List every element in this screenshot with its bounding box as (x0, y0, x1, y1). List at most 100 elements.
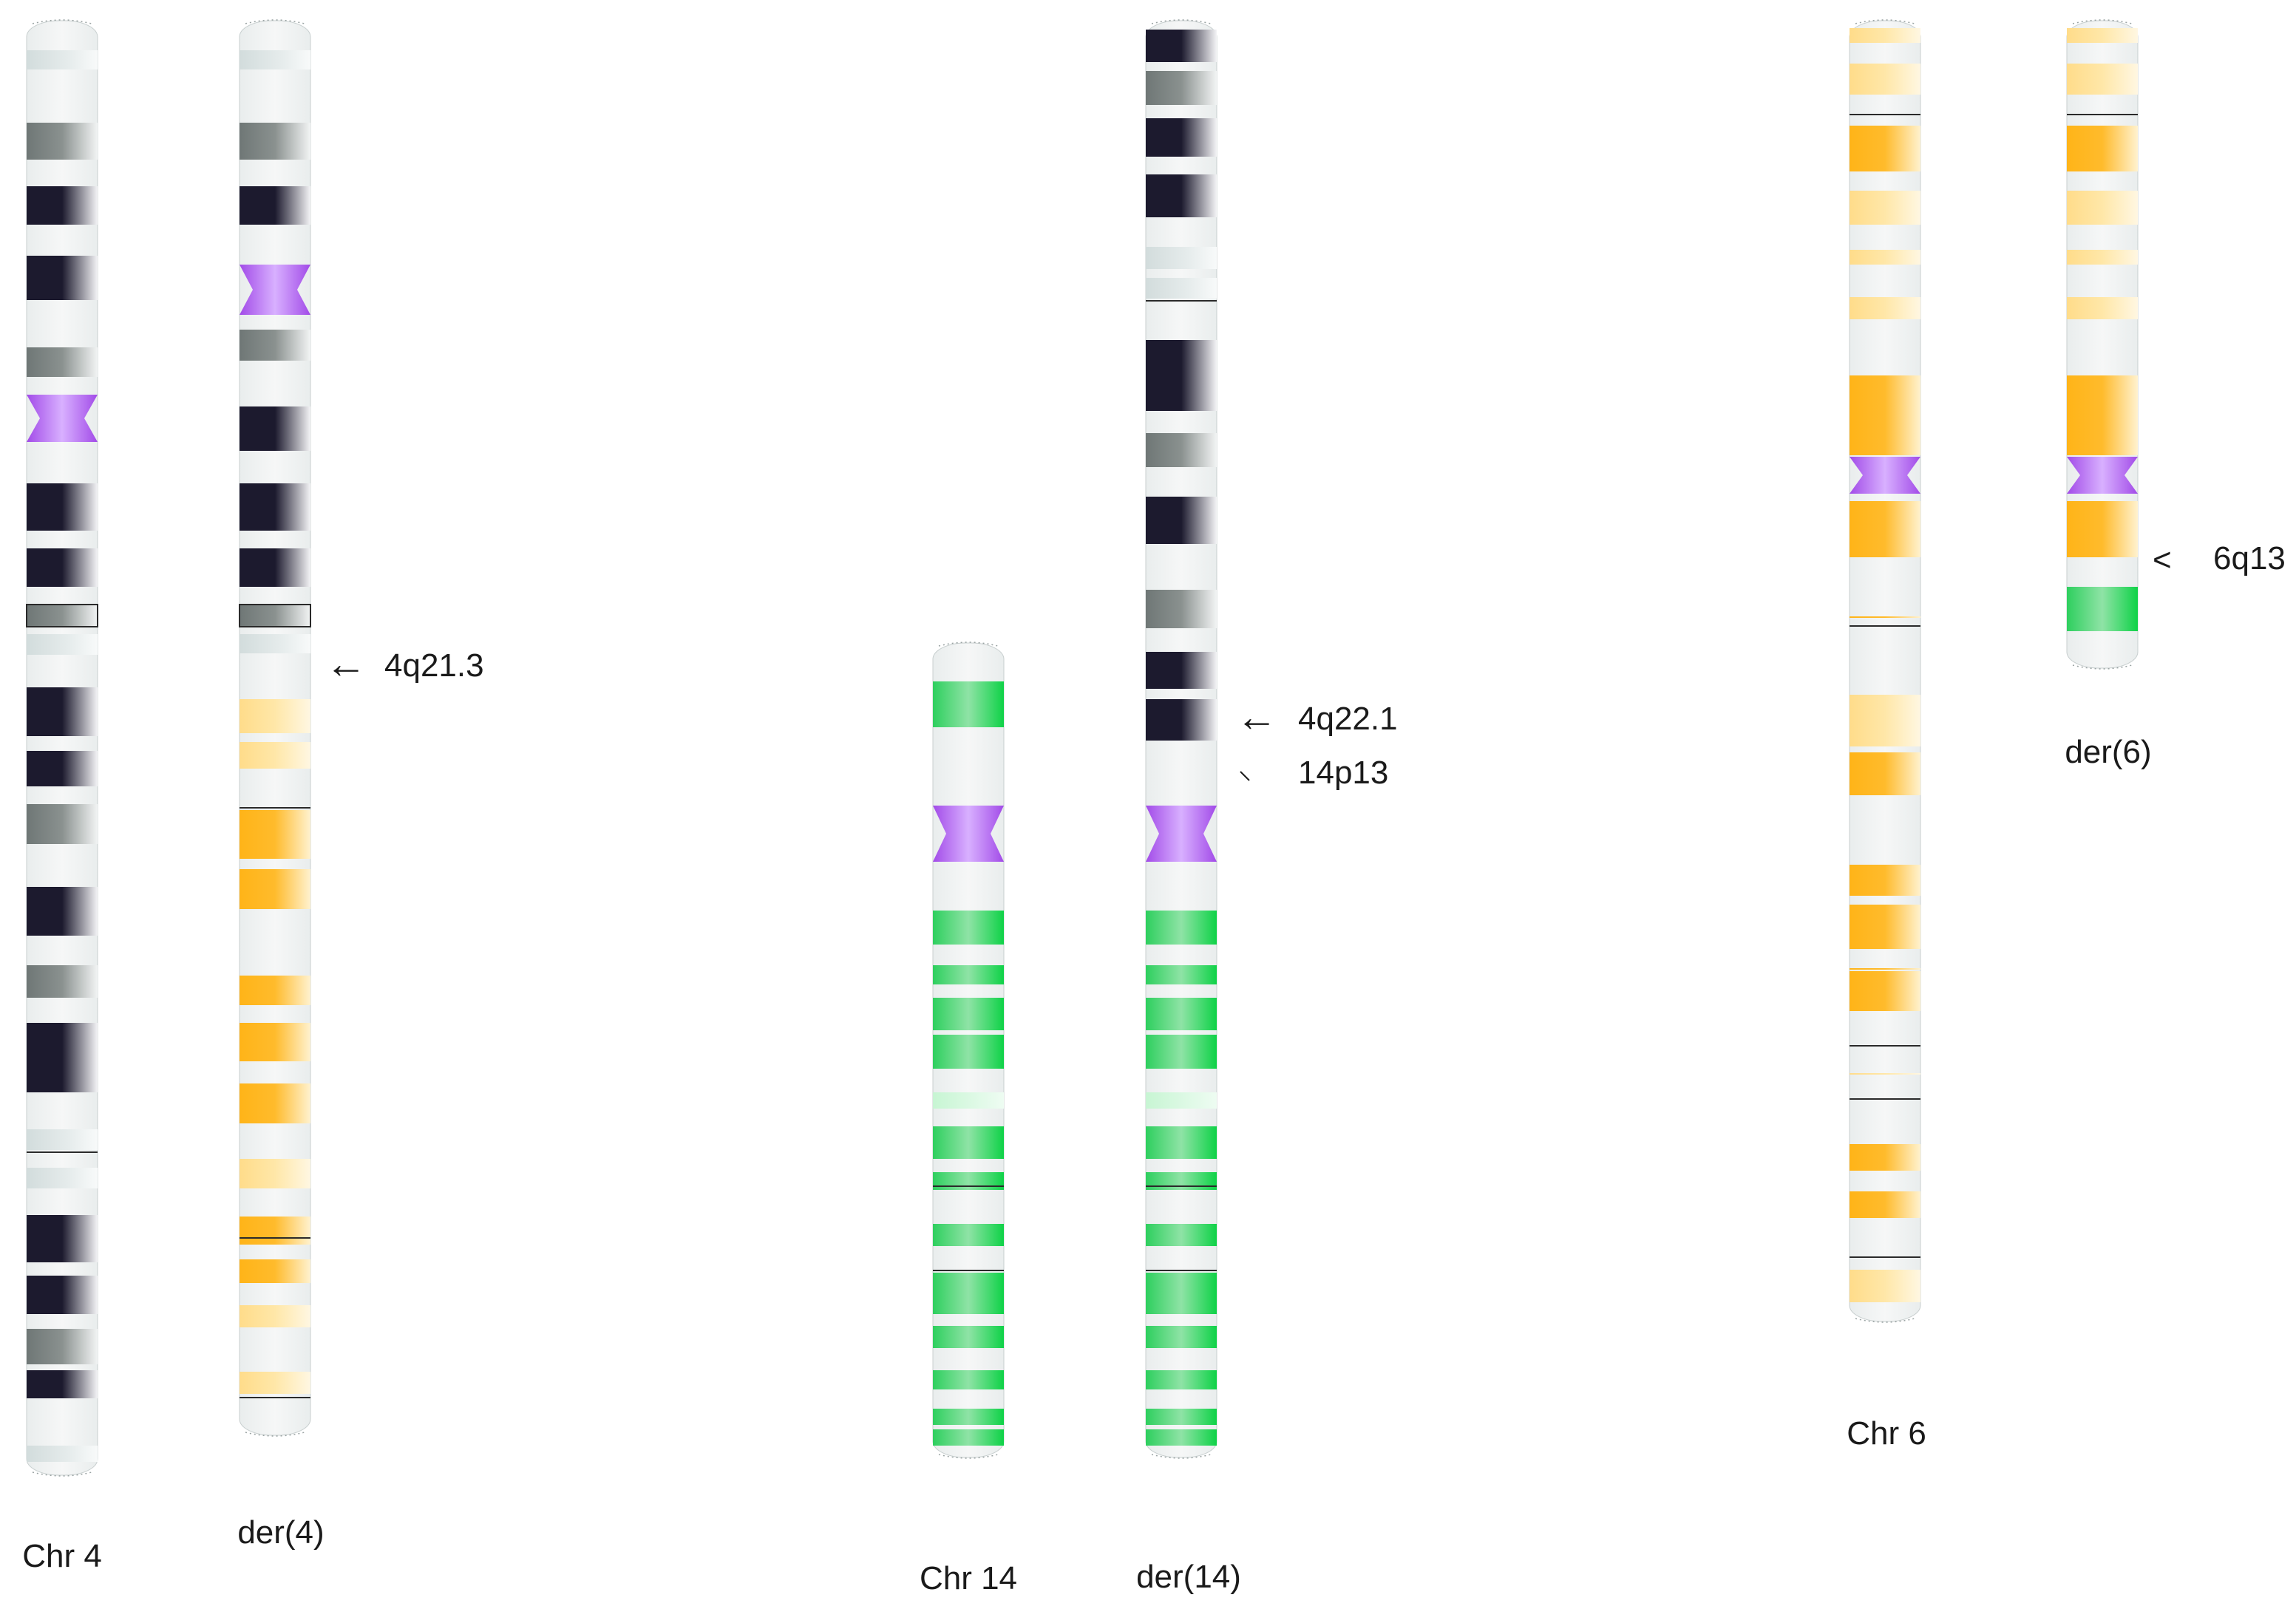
band-divider-line (1850, 1098, 1920, 1100)
band-dark (1146, 118, 1217, 157)
band-grey (1146, 71, 1217, 105)
telomere-cap-top (1151, 19, 1212, 24)
centromere-band (240, 265, 310, 315)
band-green (933, 1172, 1004, 1190)
band-light-orange (240, 1159, 310, 1188)
band-orange (1850, 501, 1920, 557)
band-green (1146, 1172, 1217, 1190)
telomere-cap-bottom (1151, 1454, 1212, 1459)
band-dark (1146, 652, 1217, 689)
band-divider-line (1146, 300, 1217, 302)
band-green (933, 681, 1004, 727)
band-dark (1146, 699, 1217, 741)
band-dark (27, 1370, 98, 1398)
band-light-green (933, 1092, 1004, 1109)
band-green (933, 1273, 1004, 1314)
band-light-orange (1850, 28, 1920, 43)
band-light-orange (2067, 250, 2138, 265)
band-orange (1850, 126, 1920, 171)
chromosome-der-4: der(4) (237, 19, 325, 1551)
band-green (1146, 1224, 1217, 1246)
band-green (933, 1326, 1004, 1348)
band-light-orange (1850, 297, 1920, 319)
band-light (240, 634, 310, 653)
band-light (27, 1129, 98, 1150)
band-divider-line (1850, 1256, 1920, 1258)
band-light-orange (1850, 1073, 1920, 1075)
band-grey (27, 123, 98, 160)
band-light (240, 50, 310, 69)
band-green (1146, 1326, 1217, 1348)
band-orange (240, 1259, 310, 1283)
band-dark (240, 406, 310, 451)
band-divider-line (240, 1237, 310, 1239)
band-green (933, 911, 1004, 945)
breakpoint-tick-icon (1240, 771, 1250, 781)
band-dark (27, 483, 98, 531)
band-dark (27, 751, 98, 786)
band-light (27, 1168, 98, 1188)
band-dark (27, 256, 98, 300)
band-orange (1850, 752, 1920, 795)
band-green (933, 1409, 1004, 1425)
band-dark (27, 186, 98, 225)
band-grey (27, 1329, 98, 1364)
chromosome-label: der(14) (1136, 1559, 1241, 1595)
band-green (933, 1035, 1004, 1069)
band-orange (1850, 616, 1920, 618)
centromere-band (2067, 457, 2138, 494)
band-orange (1850, 1191, 1920, 1218)
band-light-orange (2067, 191, 2138, 225)
band-grey (240, 123, 310, 160)
telomere-cap-bottom (938, 1454, 999, 1459)
band-orange (1850, 865, 1920, 896)
band-light-orange (240, 1305, 310, 1327)
band-dark (27, 548, 98, 587)
band-dark (27, 1215, 98, 1262)
band-green (933, 998, 1004, 1030)
band-light-orange (1850, 1270, 1920, 1302)
band-light-orange (1850, 250, 1920, 265)
band-orange (1850, 1144, 1920, 1171)
band-dark (1146, 340, 1217, 411)
band-divider-line (1850, 625, 1920, 627)
band-dark (27, 687, 98, 736)
band-orange (240, 869, 310, 909)
breakpoint-arrow-icon: ← (1236, 693, 1277, 740)
band-light-orange (2067, 28, 2138, 43)
band-divider-line (240, 807, 310, 809)
band-light-green (1146, 1092, 1217, 1109)
band-dark (240, 186, 310, 225)
band-light-orange (240, 742, 310, 769)
band-divider-line (2067, 114, 2138, 115)
telomere-cap-bottom (1855, 1318, 1915, 1323)
band-light (27, 1446, 98, 1462)
band-divider-line (1850, 1045, 1920, 1047)
band-grey (27, 347, 98, 377)
band-divider-line (1146, 1270, 1217, 1271)
band-light-orange (2067, 297, 2138, 319)
chromosome-body (26, 20, 98, 1476)
telomere-cap-bottom (245, 1432, 305, 1437)
breakpoint-label-14p13: 14p13 (1298, 755, 1388, 791)
band-orange (2067, 421, 2138, 455)
band-divider-line (933, 1270, 1004, 1271)
band-orange (240, 1217, 310, 1245)
band-dark (27, 887, 98, 936)
telomere-cap-bottom (2072, 664, 2133, 670)
centromere-band (1850, 457, 1920, 494)
breakpoint-label-4q22-1: 4q22.1 (1298, 701, 1398, 737)
band-green (1146, 911, 1217, 945)
band-light (1146, 247, 1217, 269)
band-orange (2067, 126, 2138, 171)
chromosome-label: Chr 14 (920, 1560, 1017, 1596)
band-light-orange (240, 699, 310, 733)
band-green (1146, 998, 1217, 1030)
band-orange (1850, 968, 1920, 970)
band-green (1146, 1370, 1217, 1389)
band-green (933, 1126, 1004, 1159)
centromere-band (1146, 806, 1217, 862)
chromosome-label: Chr 6 (1847, 1415, 1926, 1452)
band-grey (1146, 433, 1217, 467)
